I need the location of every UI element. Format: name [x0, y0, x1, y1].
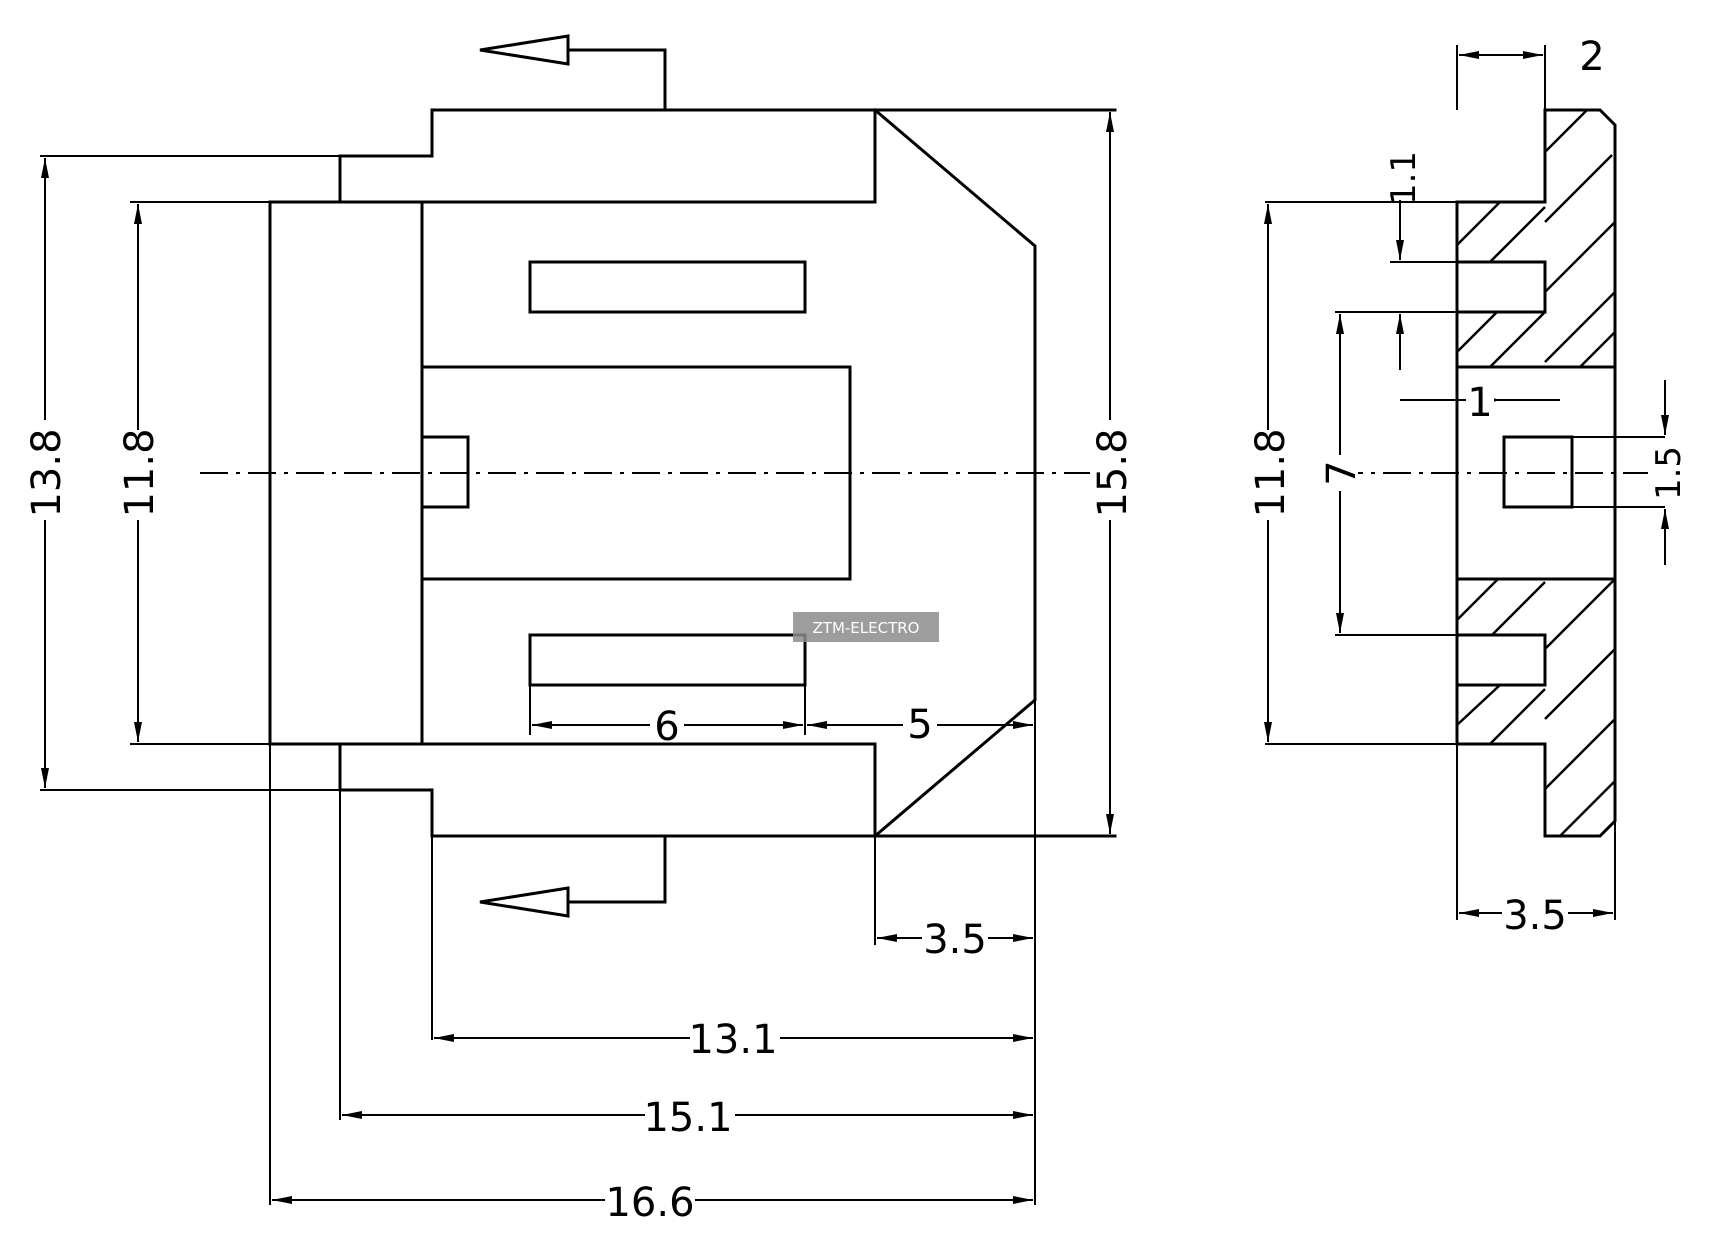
- section-arrow-top: [479, 34, 667, 112]
- side-dim-1: 1: [1467, 380, 1492, 426]
- dim-13-8: 13.8: [24, 428, 70, 517]
- dim-15-1: 15.1: [643, 1095, 732, 1141]
- dim-5: 5: [907, 702, 932, 748]
- upper-pin: [528, 260, 807, 314]
- side-dim-2: 2: [1579, 34, 1604, 80]
- side-dim-1-1: 1.1: [1384, 151, 1424, 205]
- side-dim-3-5: 3.5: [1503, 893, 1567, 939]
- dim-3-5-front: 3.5: [923, 917, 987, 963]
- watermark: ZTM-ELECTRO: [793, 612, 939, 642]
- dim-16-6: 16.6: [605, 1180, 694, 1226]
- watermark-text: ZTM-ELECTRO: [813, 619, 920, 637]
- section-hatching: [1456, 109, 1616, 837]
- side-dim-11-8: 11.8: [1248, 428, 1294, 517]
- dim-11-8: 11.8: [117, 428, 163, 517]
- lower-pin: [528, 633, 807, 687]
- dim-6: 6: [654, 704, 679, 750]
- front-view: 13.8 11.8 15.8 6 5 3.5 13.1 15.1 16.6: [24, 34, 1136, 1226]
- dim-13-1: 13.1: [688, 1017, 777, 1063]
- section-arrow-bottom: [479, 834, 667, 918]
- side-view: 11.8 7 1.1 2 1 1.5 3.5: [1248, 34, 1689, 939]
- slot-bottom: [1455, 633, 1547, 687]
- dim-15-8: 15.8: [1090, 428, 1136, 517]
- side-dim-1-5: 1.5: [1649, 446, 1689, 500]
- slot-top: [1455, 260, 1547, 314]
- front-outline-top: [268, 108, 877, 204]
- side-dim-7: 7: [1319, 460, 1365, 485]
